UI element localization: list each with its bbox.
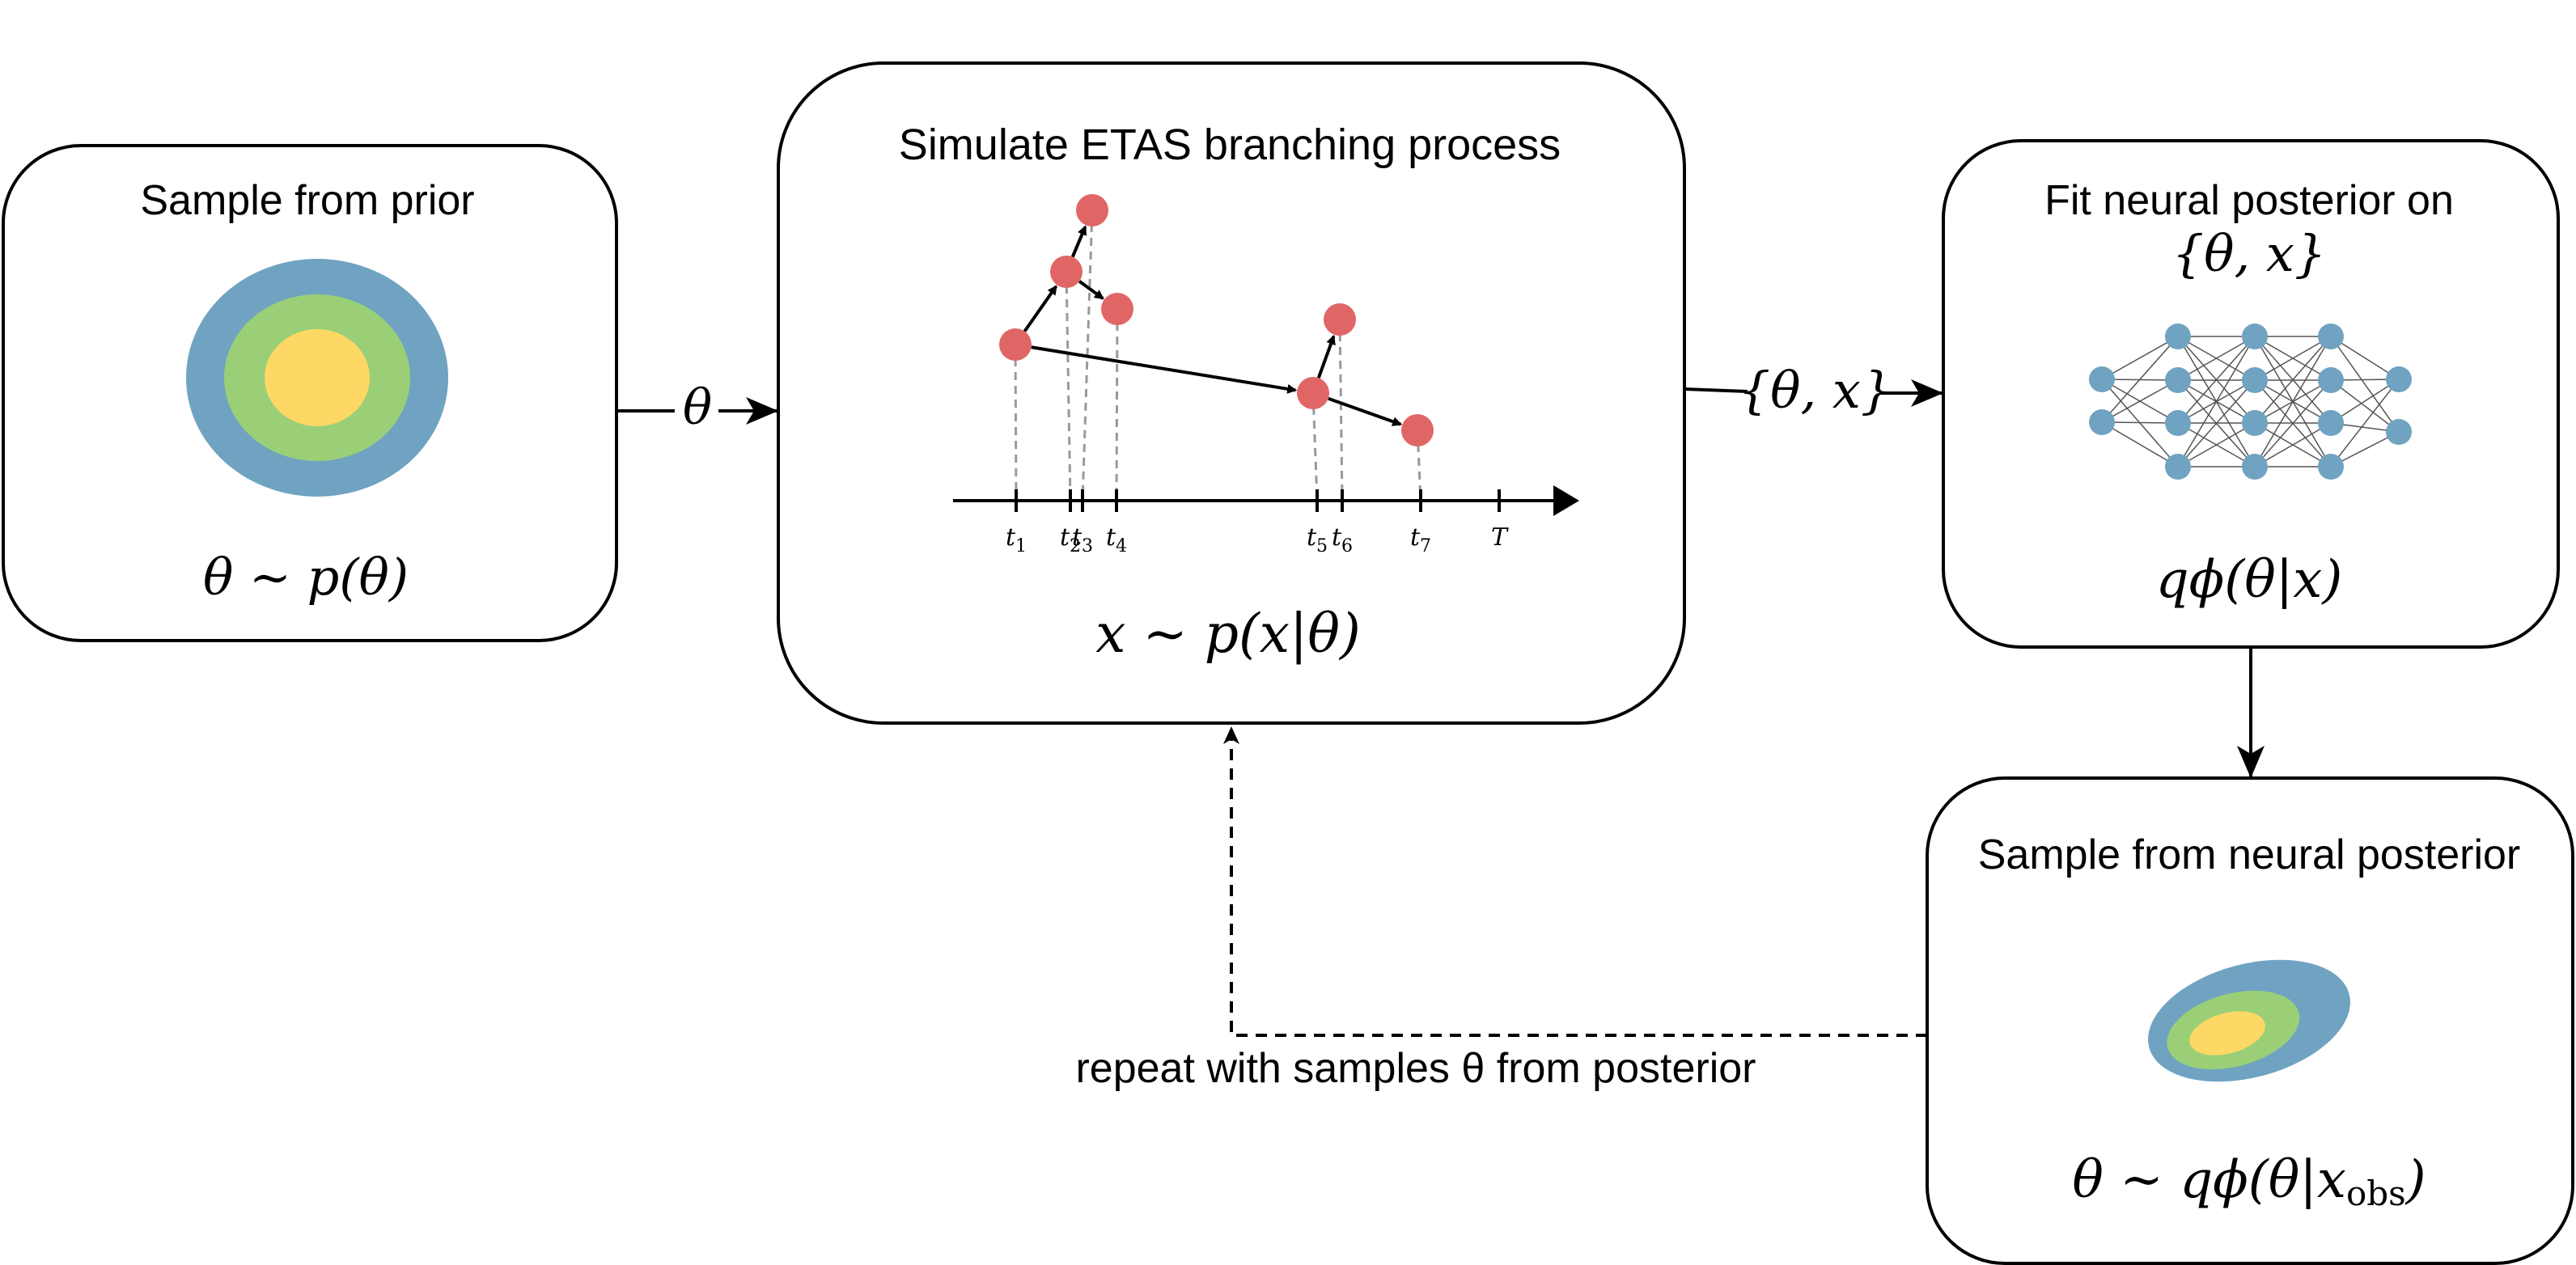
tick-label-T: T	[1491, 523, 1509, 552]
fit-formula: qϕ(θ|x)	[2156, 550, 2343, 610]
nn-node	[2089, 409, 2115, 435]
nn-node	[2318, 454, 2344, 480]
nn-node	[2318, 324, 2344, 349]
nn-node	[2386, 419, 2412, 445]
nn-connection	[2177, 422, 2256, 468]
nn-connection	[2254, 336, 2332, 381]
simulate-box-title: Simulate ETAS branching process	[899, 121, 1561, 169]
nn-node	[2242, 410, 2268, 436]
event-time-dashed-line	[1338, 319, 1344, 501]
neural-sample-box: Sample from neural posterior θ ∼ qϕ(θ|xo…	[1926, 776, 2574, 1265]
neural-sample-box-title: Sample from neural posterior	[1978, 831, 2521, 878]
nn-connection	[2177, 336, 2256, 424]
event-dot-3	[1076, 194, 1108, 226]
branching-arrow	[1078, 280, 1104, 300]
tick-label-t1: t1	[1006, 523, 1027, 556]
tick-label-t2: t2	[1060, 523, 1081, 556]
arrow-simulate-to-fit: {θ, x}	[1684, 361, 1943, 420]
nn-connection	[2254, 336, 2332, 468]
nn-connection	[2330, 379, 2400, 433]
nn-node	[2242, 454, 2268, 480]
fit-box-title-line2: {θ, x}	[2172, 224, 2327, 283]
event-time-dashed-line	[1311, 392, 1319, 501]
arrow-prior-to-simulate: θ	[616, 379, 778, 438]
loop-arrow: repeat with samples θ from posterior	[1019, 726, 1927, 1105]
nn-connection	[2177, 336, 2256, 468]
neural-sample-formula: θ ∼ qϕ(θ|xobs)	[2072, 1150, 2426, 1213]
posterior-inner-contour	[2189, 1011, 2265, 1056]
neural-sample-formula-main: θ ∼ qϕ(θ|x	[2072, 1150, 2346, 1210]
branching-arrow	[1328, 396, 1403, 426]
nn-connection	[2101, 379, 2179, 423]
branching-arrow	[1316, 334, 1336, 379]
tick-label-t5: t5	[1307, 523, 1328, 556]
tick-label-t3: t3	[1072, 523, 1093, 556]
nn-connection	[2177, 379, 2256, 468]
event-dot-6	[1324, 303, 1356, 336]
nn-node	[2242, 324, 2268, 349]
event-time-dashed-line	[1014, 344, 1018, 501]
prior-formula: θ ∼ p(θ)	[203, 548, 409, 607]
nn-connection	[2330, 336, 2400, 433]
tick-label-t7: t7	[1410, 523, 1431, 556]
nn-node	[2386, 366, 2412, 392]
event-time-dashed-line	[1115, 308, 1119, 501]
nn-connection	[2330, 336, 2400, 380]
branching-arrow	[1070, 225, 1087, 258]
prior-box: Sample from prior θ ∼ p(θ)	[2, 144, 618, 642]
arrow-theta-label: θ	[683, 379, 712, 436]
nn-node	[2165, 454, 2191, 480]
event-dot-4	[1101, 293, 1133, 325]
nn-node	[2165, 324, 2191, 349]
nn-node	[2318, 410, 2344, 436]
prior-distribution-contours	[186, 259, 448, 497]
nn-connection	[2254, 336, 2332, 424]
time-axis-arrow-icon	[1553, 485, 1579, 516]
arrow-theta-x-label: {θ, x}	[1739, 361, 1893, 420]
fit-box: Fit neural posterior on {θ, x} qϕ(θ|x)	[1942, 139, 2560, 649]
event-time-dashed-line	[1065, 271, 1072, 501]
nn-node	[2165, 410, 2191, 436]
posterior-distribution-contours	[2148, 959, 2350, 1082]
nn-connection	[2101, 421, 2179, 468]
branching-arrow	[1023, 285, 1058, 332]
nn-connection	[2254, 422, 2332, 468]
event-dot-1	[999, 328, 1032, 361]
prior-inner-contour	[265, 329, 370, 426]
nn-node	[2089, 366, 2115, 392]
loop-label: repeat with samples θ from posterior	[1075, 1045, 1756, 1092]
nn-connection	[2177, 336, 2256, 381]
neural-sample-formula-sub: obs	[2346, 1174, 2406, 1213]
fit-box-title-line1: Fit neural posterior on	[2044, 177, 2454, 224]
nn-connection	[2254, 379, 2332, 468]
neural-network-icon	[2089, 324, 2412, 480]
event-dot-5	[1297, 377, 1329, 409]
event-dot-2	[1050, 256, 1083, 288]
simulate-formula: x ∼ p(x|θ)	[1095, 603, 1360, 665]
branching-arrow	[1031, 345, 1298, 394]
nn-connection	[2330, 379, 2400, 424]
event-dot-7	[1401, 414, 1434, 446]
tick-label-t6: t6	[1332, 523, 1353, 556]
nn-node	[2242, 367, 2268, 393]
nn-node	[2165, 367, 2191, 393]
nn-connection	[2101, 336, 2179, 423]
event-time-dashed-line	[1416, 429, 1422, 501]
tick-label-t4: t4	[1106, 523, 1127, 556]
nn-connection	[2330, 379, 2400, 468]
nn-node	[2318, 367, 2344, 393]
prior-box-title: Sample from prior	[140, 177, 474, 224]
nn-connection	[2101, 336, 2179, 380]
